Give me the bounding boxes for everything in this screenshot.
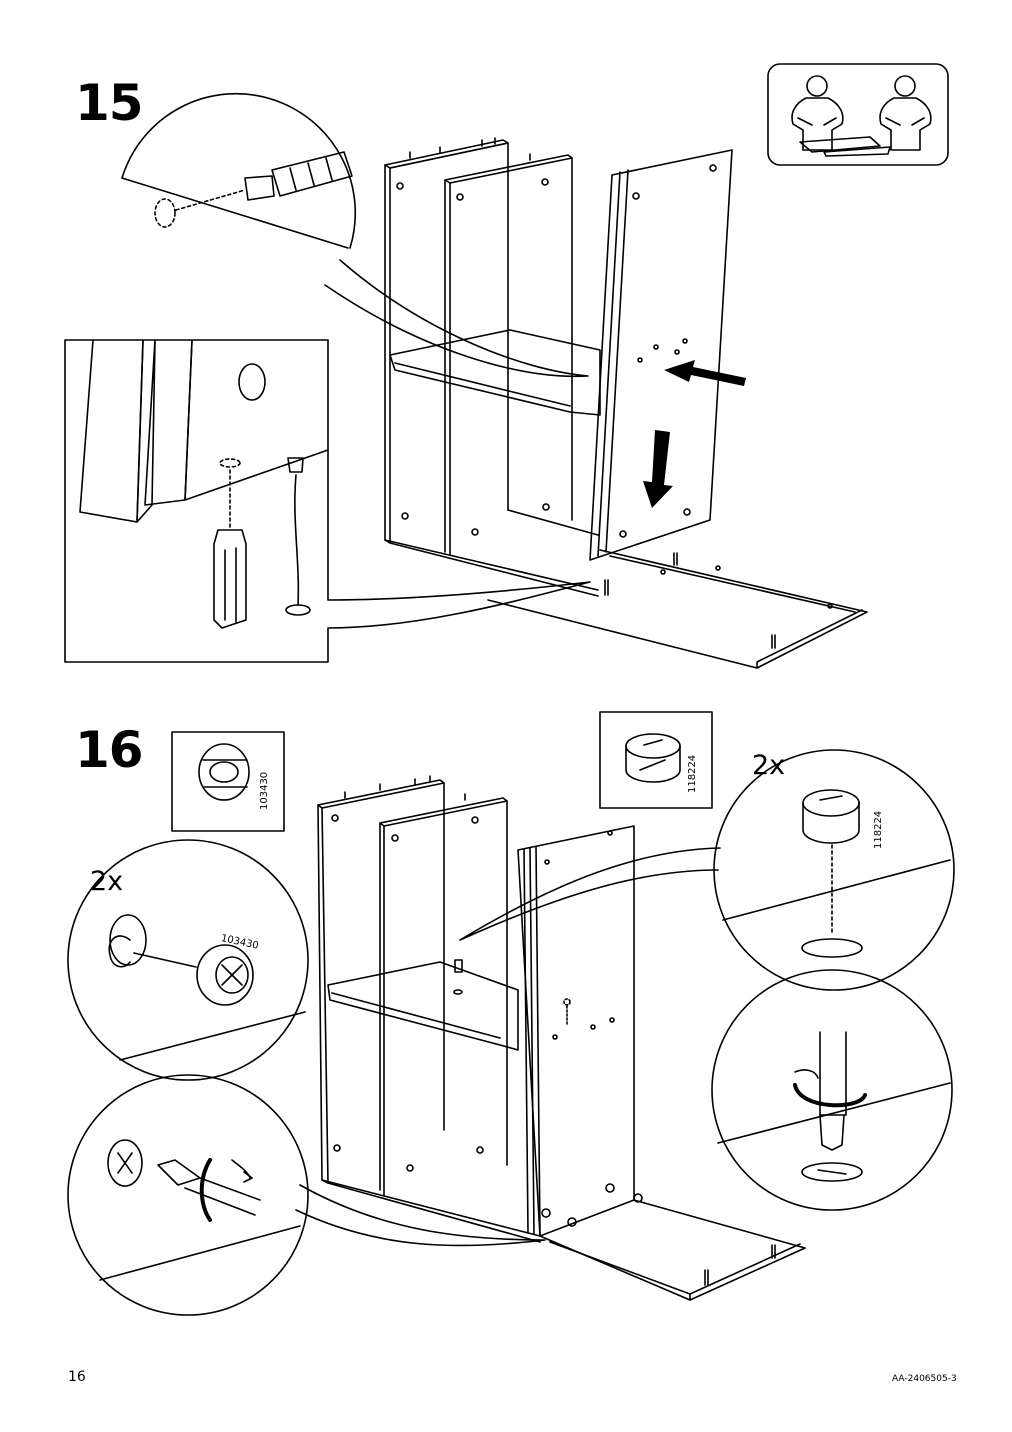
base-panel-step-16 (539, 1199, 806, 1301)
back-panel (589, 149, 733, 561)
two-person-assembly-icon (767, 63, 949, 166)
detail-circle-screwdriver (711, 969, 953, 1211)
part-number-label: 118224 (873, 810, 884, 849)
document-code: AA-2406505-3 (892, 1374, 957, 1384)
base-panel (487, 549, 868, 669)
step-number-16: 16 (75, 721, 144, 779)
part-box-103430 (171, 731, 285, 832)
step-number-15: 15 (75, 74, 144, 132)
detail-circle-cam-dowel (121, 92, 589, 378)
detail-box-dowel (64, 339, 591, 663)
detail-circle-cam-base (459, 749, 955, 991)
detail-circle-cam-insert (67, 839, 309, 1081)
detail-circle-cam-tighten (67, 1074, 546, 1316)
part-number-label: 103430 (259, 771, 270, 810)
back-panel-step-16 (517, 825, 643, 1237)
part-box-118224 (599, 711, 713, 809)
cabinet-step-16 (317, 775, 541, 1243)
push-arrow (643, 360, 746, 508)
page-number: 16 (68, 1369, 86, 1385)
cabinet-step-15 (384, 137, 601, 597)
part-number-label: 118224 (687, 754, 698, 793)
quantity-label: 2x (90, 866, 124, 897)
quantity-label: 2x (752, 750, 786, 781)
